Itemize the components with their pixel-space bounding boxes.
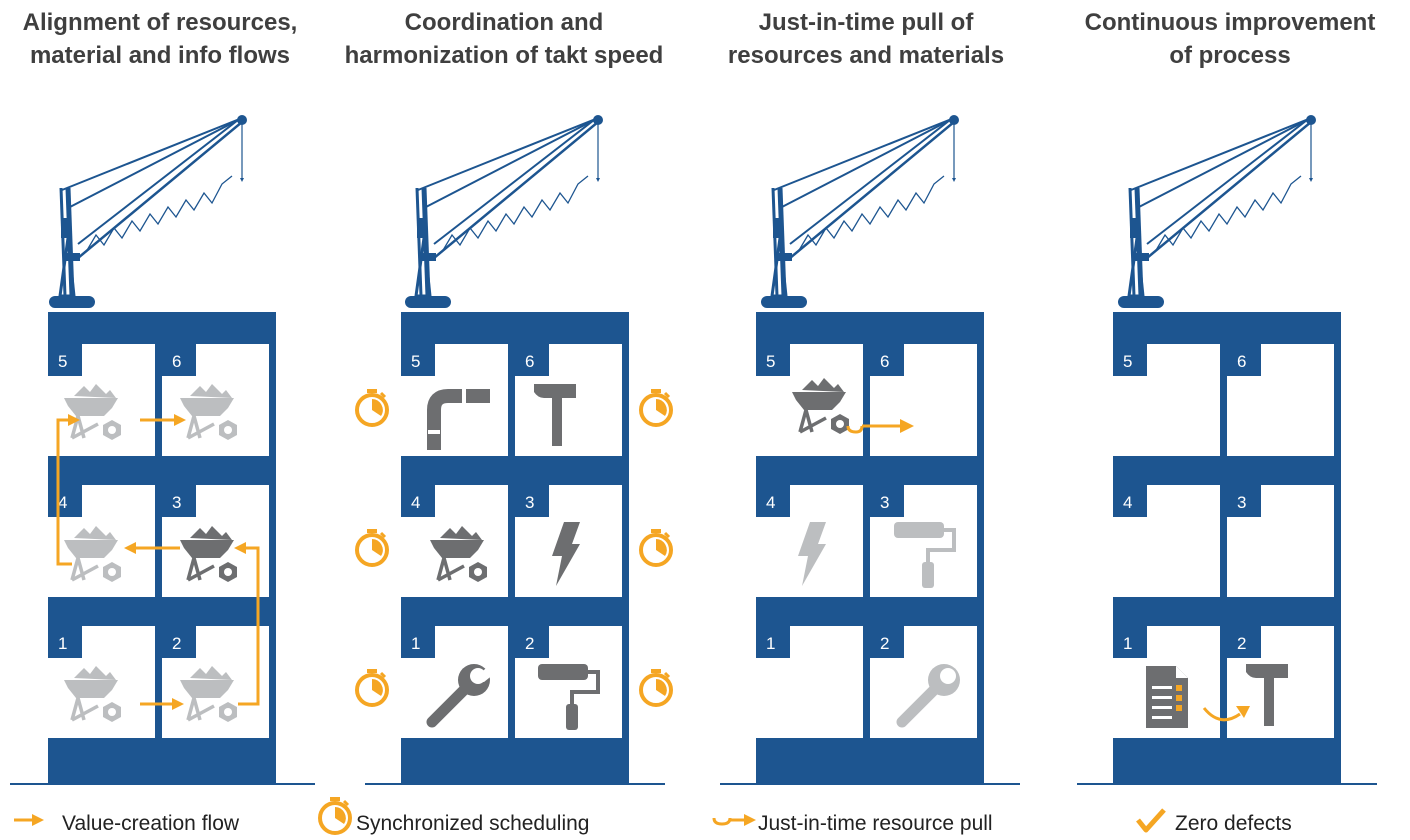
panel3-title: Just-in-time pull of resources and mater…: [696, 6, 1036, 72]
panel4-title: Continuous improvement of process: [1060, 6, 1400, 72]
stopwatch-icon: [639, 387, 673, 427]
floor-number-tab: [756, 344, 790, 376]
floor-number: 3: [172, 493, 181, 512]
floor-number-tab: [162, 485, 196, 517]
jit-pull-arrow: [846, 419, 914, 434]
legend-flow-arrow-icon: [14, 814, 44, 826]
floor-number-tab: [515, 626, 549, 658]
panel2-title: Coordination and harmonization of takt s…: [334, 6, 674, 72]
legend-defects-label: Zero defects: [1175, 812, 1292, 835]
legend-pull-arrow-icon: [712, 814, 756, 826]
floor-number-tab: [1227, 626, 1261, 658]
floor-number: 4: [58, 493, 67, 512]
checkmark-icon: [1136, 808, 1166, 833]
legend-stopwatch-icon: [318, 795, 352, 835]
panel2-title-line2: harmonization of takt speed: [344, 42, 664, 69]
floor-number: 6: [1237, 352, 1246, 371]
floor-number: 4: [766, 493, 775, 512]
floor-number: 5: [411, 352, 420, 371]
panel1-title-line2: material and info flows: [29, 42, 291, 69]
floor-number: 5: [1123, 352, 1132, 371]
floor-number: 5: [58, 352, 67, 371]
floor-number: 2: [880, 634, 889, 653]
legend-pull-label: Just-in-time resource pull: [758, 812, 993, 835]
floor-number: 1: [766, 634, 775, 653]
floor-number: 6: [525, 352, 534, 371]
floor-number: 5: [766, 352, 775, 371]
crane-icon: [49, 115, 247, 308]
floor-number-tab: [870, 485, 904, 517]
floor-number: 4: [1123, 493, 1132, 512]
floor-number-tab: [1113, 626, 1147, 658]
panel4-title-line1: Continuous improvement: [1084, 9, 1376, 36]
panel2-title-line1: Coordination and: [404, 9, 604, 36]
improvement-arrow: [1202, 707, 1241, 722]
floor-number-tab: [756, 485, 790, 517]
checklist-icon: [1146, 666, 1188, 728]
crane-icon: [405, 115, 603, 308]
floor-number: 1: [58, 634, 67, 653]
floor-number-tab: [401, 344, 435, 376]
floor-number-tab: [1113, 344, 1147, 376]
floor-number-tab: [870, 344, 904, 376]
value-flow-arrows: [56, 418, 260, 706]
floor-number-tab: [870, 626, 904, 658]
floor-number-tab: [756, 626, 790, 658]
floor-number: 3: [525, 493, 534, 512]
panel4-title-line2: of process: [1169, 42, 1291, 69]
floor-number-tab: [1227, 344, 1261, 376]
stopwatch-icon: [639, 667, 673, 707]
floor-number-tab: [515, 344, 549, 376]
panel1-title-line1: Alignment of resources,: [22, 9, 298, 36]
floor-number-tab: [48, 344, 82, 376]
panel3-title-line2: resources and materials: [727, 42, 1005, 69]
crane-icon: [1118, 115, 1316, 308]
panel1-title: Alignment of resources, material and inf…: [0, 6, 330, 72]
floor-number: 2: [525, 634, 534, 653]
floor-number-tab: [1227, 485, 1261, 517]
value-flow-arrowheads: [68, 414, 246, 710]
floor-number-tab: [1113, 485, 1147, 517]
stopwatch-icon: [355, 387, 389, 427]
rooms-layer: 5 6 4 3 1 2 5 6 4 3 1 2 5 6 4 3 1 2 5 6 4 3 1 2: [48, 344, 1334, 738]
floor-number: 1: [1123, 634, 1132, 653]
floor-number: 6: [172, 352, 181, 371]
panel4-icons: [1146, 664, 1288, 728]
floor-number-tab: [48, 485, 82, 517]
floor-number-tab: [162, 626, 196, 658]
legend-sync-label: Synchronized scheduling: [356, 812, 590, 835]
floor-number-tab: [162, 344, 196, 376]
floor-number: 1: [411, 634, 420, 653]
stopwatch-icon: [355, 527, 389, 567]
floor-number: 2: [1237, 634, 1246, 653]
crane-icon: [761, 115, 959, 308]
floor-number: 3: [1237, 493, 1246, 512]
floor-number: 6: [880, 352, 889, 371]
floor-number-tab: [401, 485, 435, 517]
legend-flow-label: Value-creation flow: [62, 812, 240, 835]
stopwatch-icon: [639, 527, 673, 567]
floor-number: 2: [172, 634, 181, 653]
panel3-title-line1: Just-in-time pull of: [758, 9, 974, 36]
floor-number-tab: [401, 626, 435, 658]
floor-number-tab: [48, 626, 82, 658]
floor-number: 4: [411, 493, 420, 512]
floor-number: 3: [880, 493, 889, 512]
stopwatch-icon: [355, 667, 389, 707]
floor-number-tab: [515, 485, 549, 517]
